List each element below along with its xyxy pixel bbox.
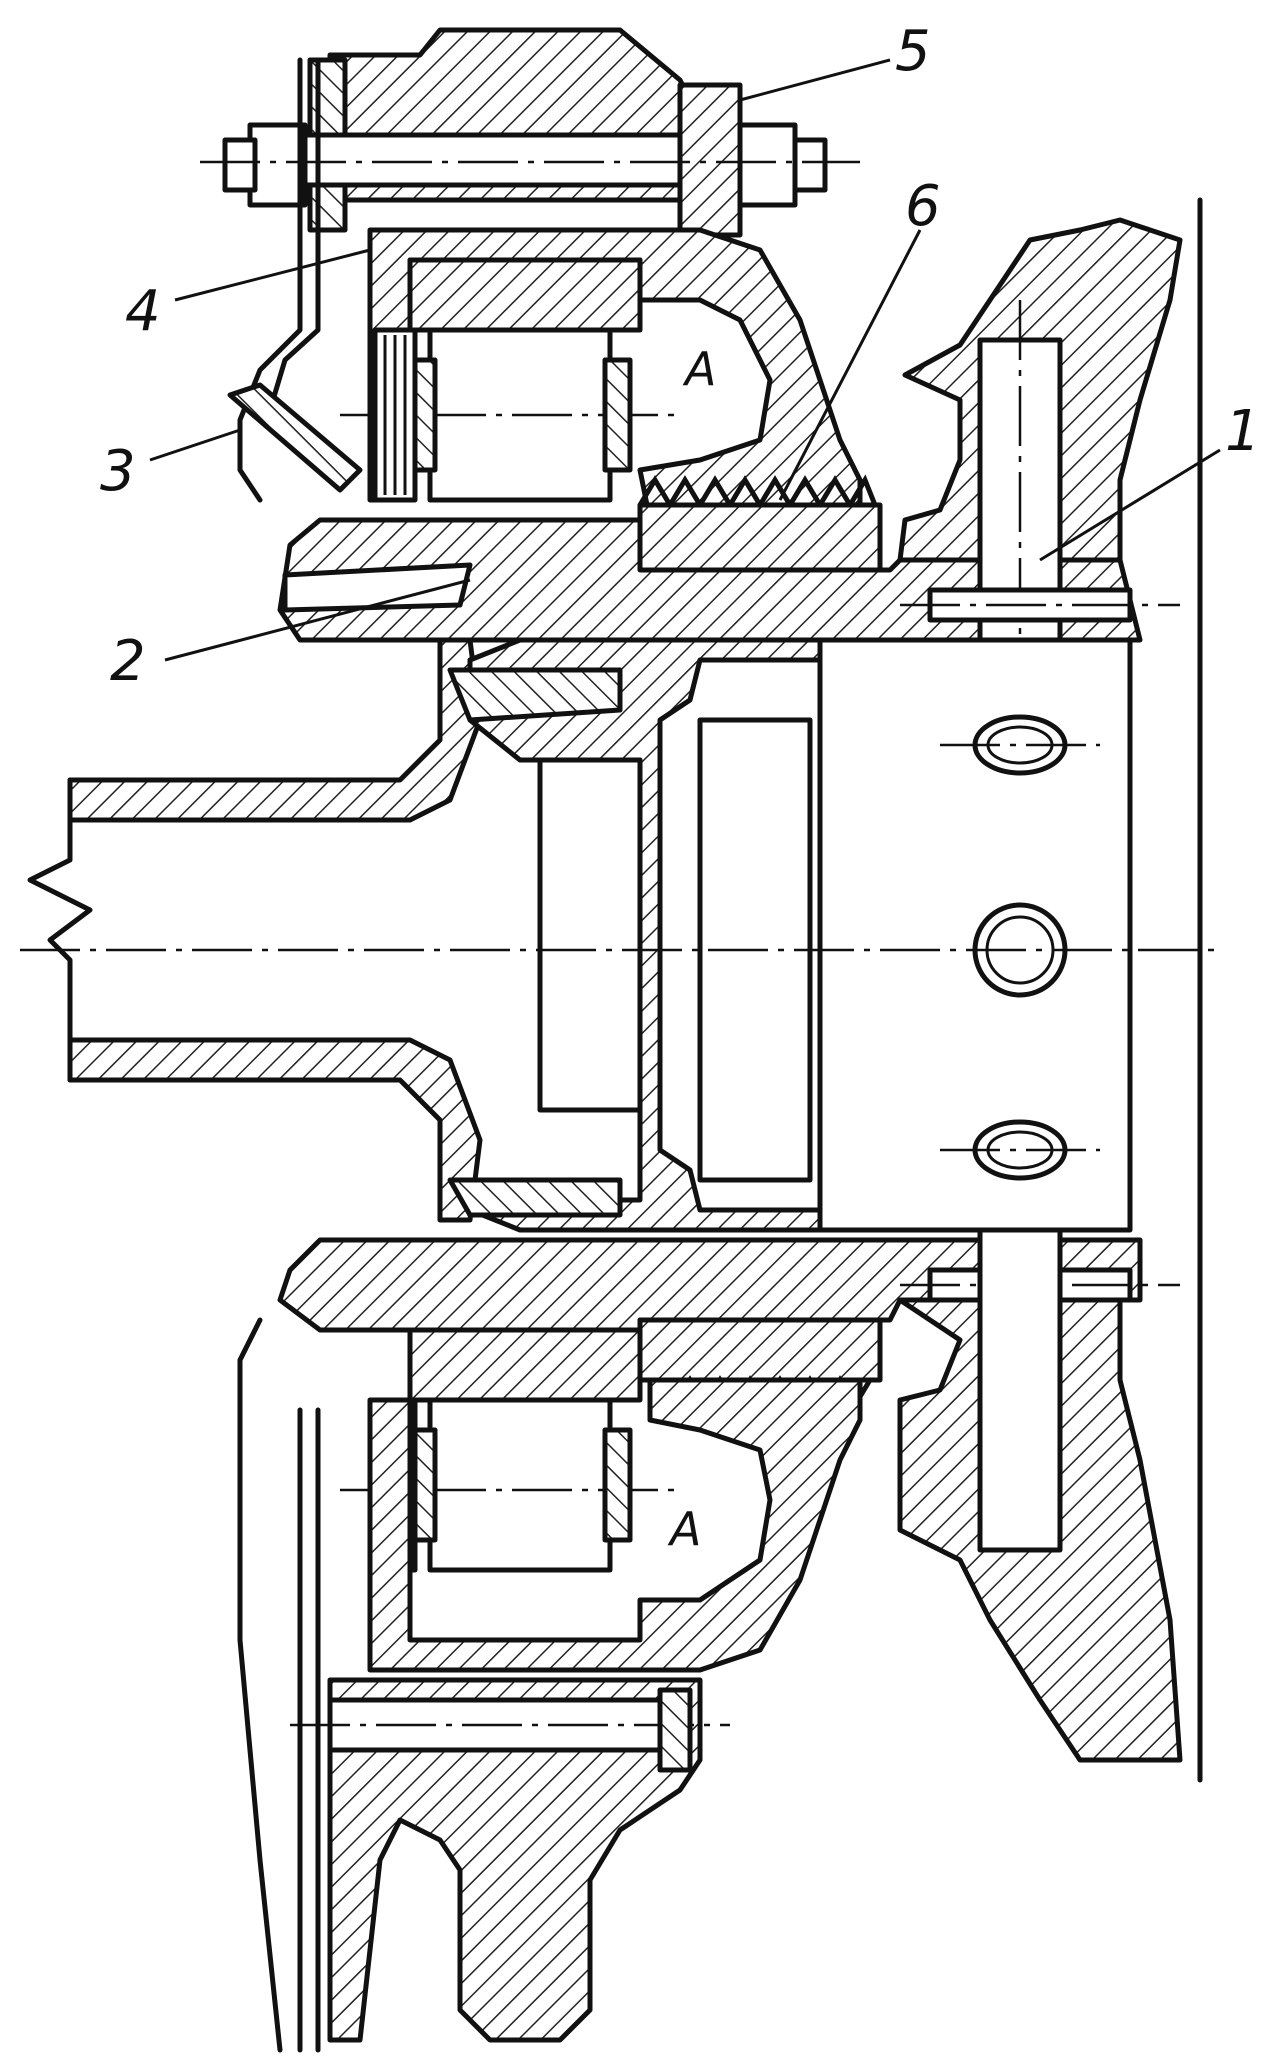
lower-roller-cage-right <box>602 1427 633 1543</box>
callout-labels: 1 2 3 4 5 6 A A <box>100 19 1261 1556</box>
lower-spline <box>447 1177 623 1218</box>
callout-3: 3 <box>100 439 136 504</box>
upper-roller-cage-right <box>602 357 633 473</box>
upper-nut-right <box>677 82 743 238</box>
upper-seal-pack <box>372 327 418 503</box>
upper-bolt-nut-left <box>222 137 258 193</box>
lower-roller-bearing <box>427 1397 613 1573</box>
cavity-label-lower: A <box>667 1502 701 1556</box>
lower-clamp-block <box>327 1677 703 2043</box>
leader-6 <box>778 229 922 501</box>
lower-half <box>237 1227 1183 2053</box>
lower-ratchet-ring <box>637 1317 883 1383</box>
leader-2 <box>164 578 471 662</box>
upper-half <box>200 27 1183 1280</box>
cavity-label-upper: A <box>682 342 716 396</box>
leader-3 <box>149 428 241 462</box>
upper-ratchet-ring <box>637 502 883 573</box>
axle-break-line <box>27 777 93 1083</box>
axle-tube-lower <box>67 1037 483 1223</box>
upper-outer-shell-2 <box>267 57 321 413</box>
callout-6: 6 <box>905 174 941 239</box>
upper-bolt-head-left <box>247 122 308 208</box>
lower-stud <box>977 1227 1063 1553</box>
lower-hub-sleeve <box>277 1237 1143 1333</box>
upper-bolt-end-right <box>792 137 828 193</box>
leader-5 <box>739 58 891 102</box>
callout-4: 4 <box>125 279 161 344</box>
callout-1: 1 <box>1225 399 1261 464</box>
grease-fitting <box>227 382 363 493</box>
lower-inner-ring <box>407 1327 643 1403</box>
upper-inner-ring <box>407 257 643 333</box>
lower-housing <box>367 1377 863 1673</box>
leader-lines <box>149 58 1221 662</box>
leader-1 <box>1039 448 1221 562</box>
upper-spline <box>447 667 623 723</box>
leader-4 <box>174 248 371 302</box>
callout-2: 2 <box>110 629 146 694</box>
callout-5: 5 <box>895 19 931 84</box>
hub-cavity-left <box>537 757 643 1113</box>
upper-key <box>282 562 473 613</box>
lower-outer-shell <box>237 1317 283 2053</box>
lower-bolt-head <box>657 1687 693 1773</box>
upper-bolt-head-right <box>737 122 798 208</box>
upper-bolt-shank <box>297 132 743 188</box>
